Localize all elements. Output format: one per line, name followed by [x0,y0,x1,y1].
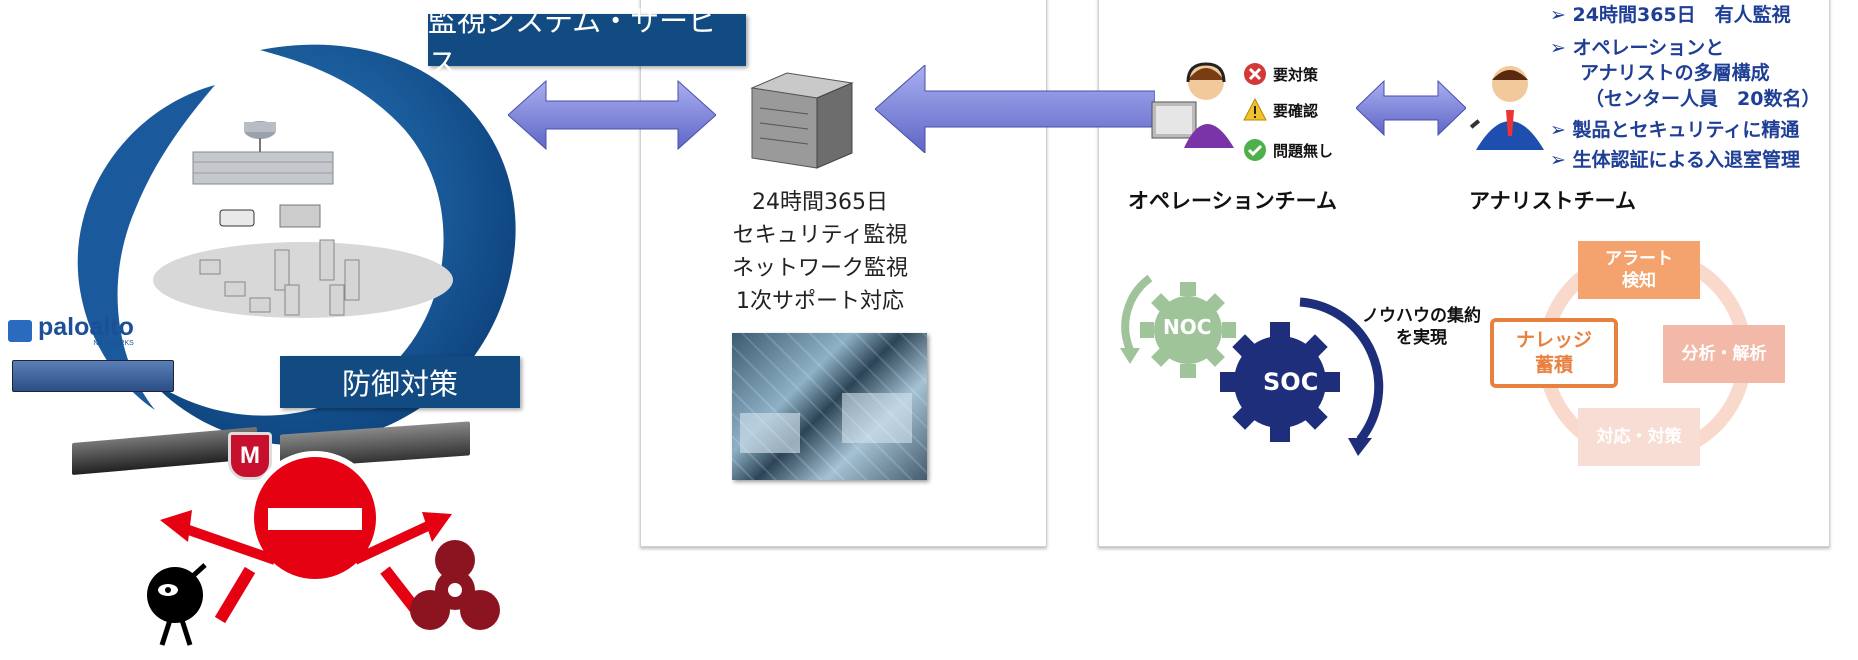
server-icon [750,72,854,169]
feature-item-5: ➢ 製品とセキュリティに精通 [1550,119,1800,141]
threat-block-diagram [147,451,500,646]
paloalto-sub: NETWORKS [93,340,134,347]
alert-label-2: 検知 [1622,271,1656,291]
knowledge-box: ナレッジ 蓄積 [1490,318,1618,388]
bomb-icon [147,563,207,646]
noc-label: NOC [1163,315,1212,339]
biohazard-icon [410,540,500,630]
alert-label-1: アラート [1605,249,1673,269]
knowhow-line-1: ノウハウの集約 [1362,306,1481,326]
no-entry-icon [248,451,382,585]
paloalto-mark-icon [8,320,32,342]
two-way-arrow-teams [1356,79,1466,137]
feature-item-6: ➢ 生体認証による入退室管理 [1550,149,1800,171]
mcafee-shield-icon: M [228,432,272,480]
soc-label: SOC [1263,368,1319,396]
feature-item-2: ➢ オペレーションと [1550,37,1725,59]
service-line-3: ネットワーク監視 [731,256,908,281]
network-devices-icon [192,121,360,316]
feature-item-1: ➢ 24時間365日 有人監視 [1550,4,1791,26]
analysis-box: 分析・解析 [1663,325,1785,383]
alert-flow-arrow [875,65,1155,153]
alert-detect-box: アラート 検知 [1578,241,1700,299]
feature-item-4: （センター人員 20数名） [1585,88,1821,110]
paloalto-wordmark: paloalto [38,313,134,341]
knowledge-label-2: 蓄積 [1534,354,1573,376]
knowhow-text: ノウハウの集約 を実現 [1362,305,1481,349]
service-line-1: 24時間365日 [752,190,888,215]
service-description: 24時間365日 セキュリティ監視 ネットワーク監視 1次サポート対応 [700,186,940,318]
knowhow-line-2: を実現 [1396,328,1447,348]
status-ok-label: 問題無し [1273,141,1334,160]
status-check-required: 要確認 [1243,98,1318,122]
noc-gear-icon [1140,282,1236,378]
analyst-team-label: アナリストチーム [1469,189,1636,213]
network-swoosh [77,44,516,446]
two-way-arrow-left [508,79,716,151]
warning-icon [1243,98,1267,121]
operation-team-label: オペレーションチーム [1128,189,1337,213]
monitoring-system-banner: 監視システム・サービス [428,4,746,80]
service-line-2: セキュリティ監視 [732,223,908,248]
status-action-label: 要対策 [1273,65,1319,84]
error-x-icon [1244,63,1266,85]
monitoring-room-photo [732,333,927,480]
status-no-problem: 問題無し [1243,138,1333,162]
status-action-required: 要対策 [1243,62,1318,86]
service-line-4: 1次サポート対応 [736,289,904,314]
knowledge-label-1: ナレッジ [1515,329,1592,351]
firewall-appliance-1 [12,360,174,392]
check-icon [1244,139,1266,161]
response-box: 対応・対策 [1578,408,1700,466]
operator-icon [1151,62,1234,148]
noc-soc-gears [1120,274,1384,456]
mcafee-logo-text: M [240,442,260,469]
paloalto-logo: paloalto NETWORKS [8,315,134,347]
analyst-icon [1469,66,1544,150]
feature-item-3: アナリストの多層構成 [1580,62,1770,84]
status-check-label: 要確認 [1273,101,1319,120]
defense-banner: 防御対策 [280,356,520,408]
